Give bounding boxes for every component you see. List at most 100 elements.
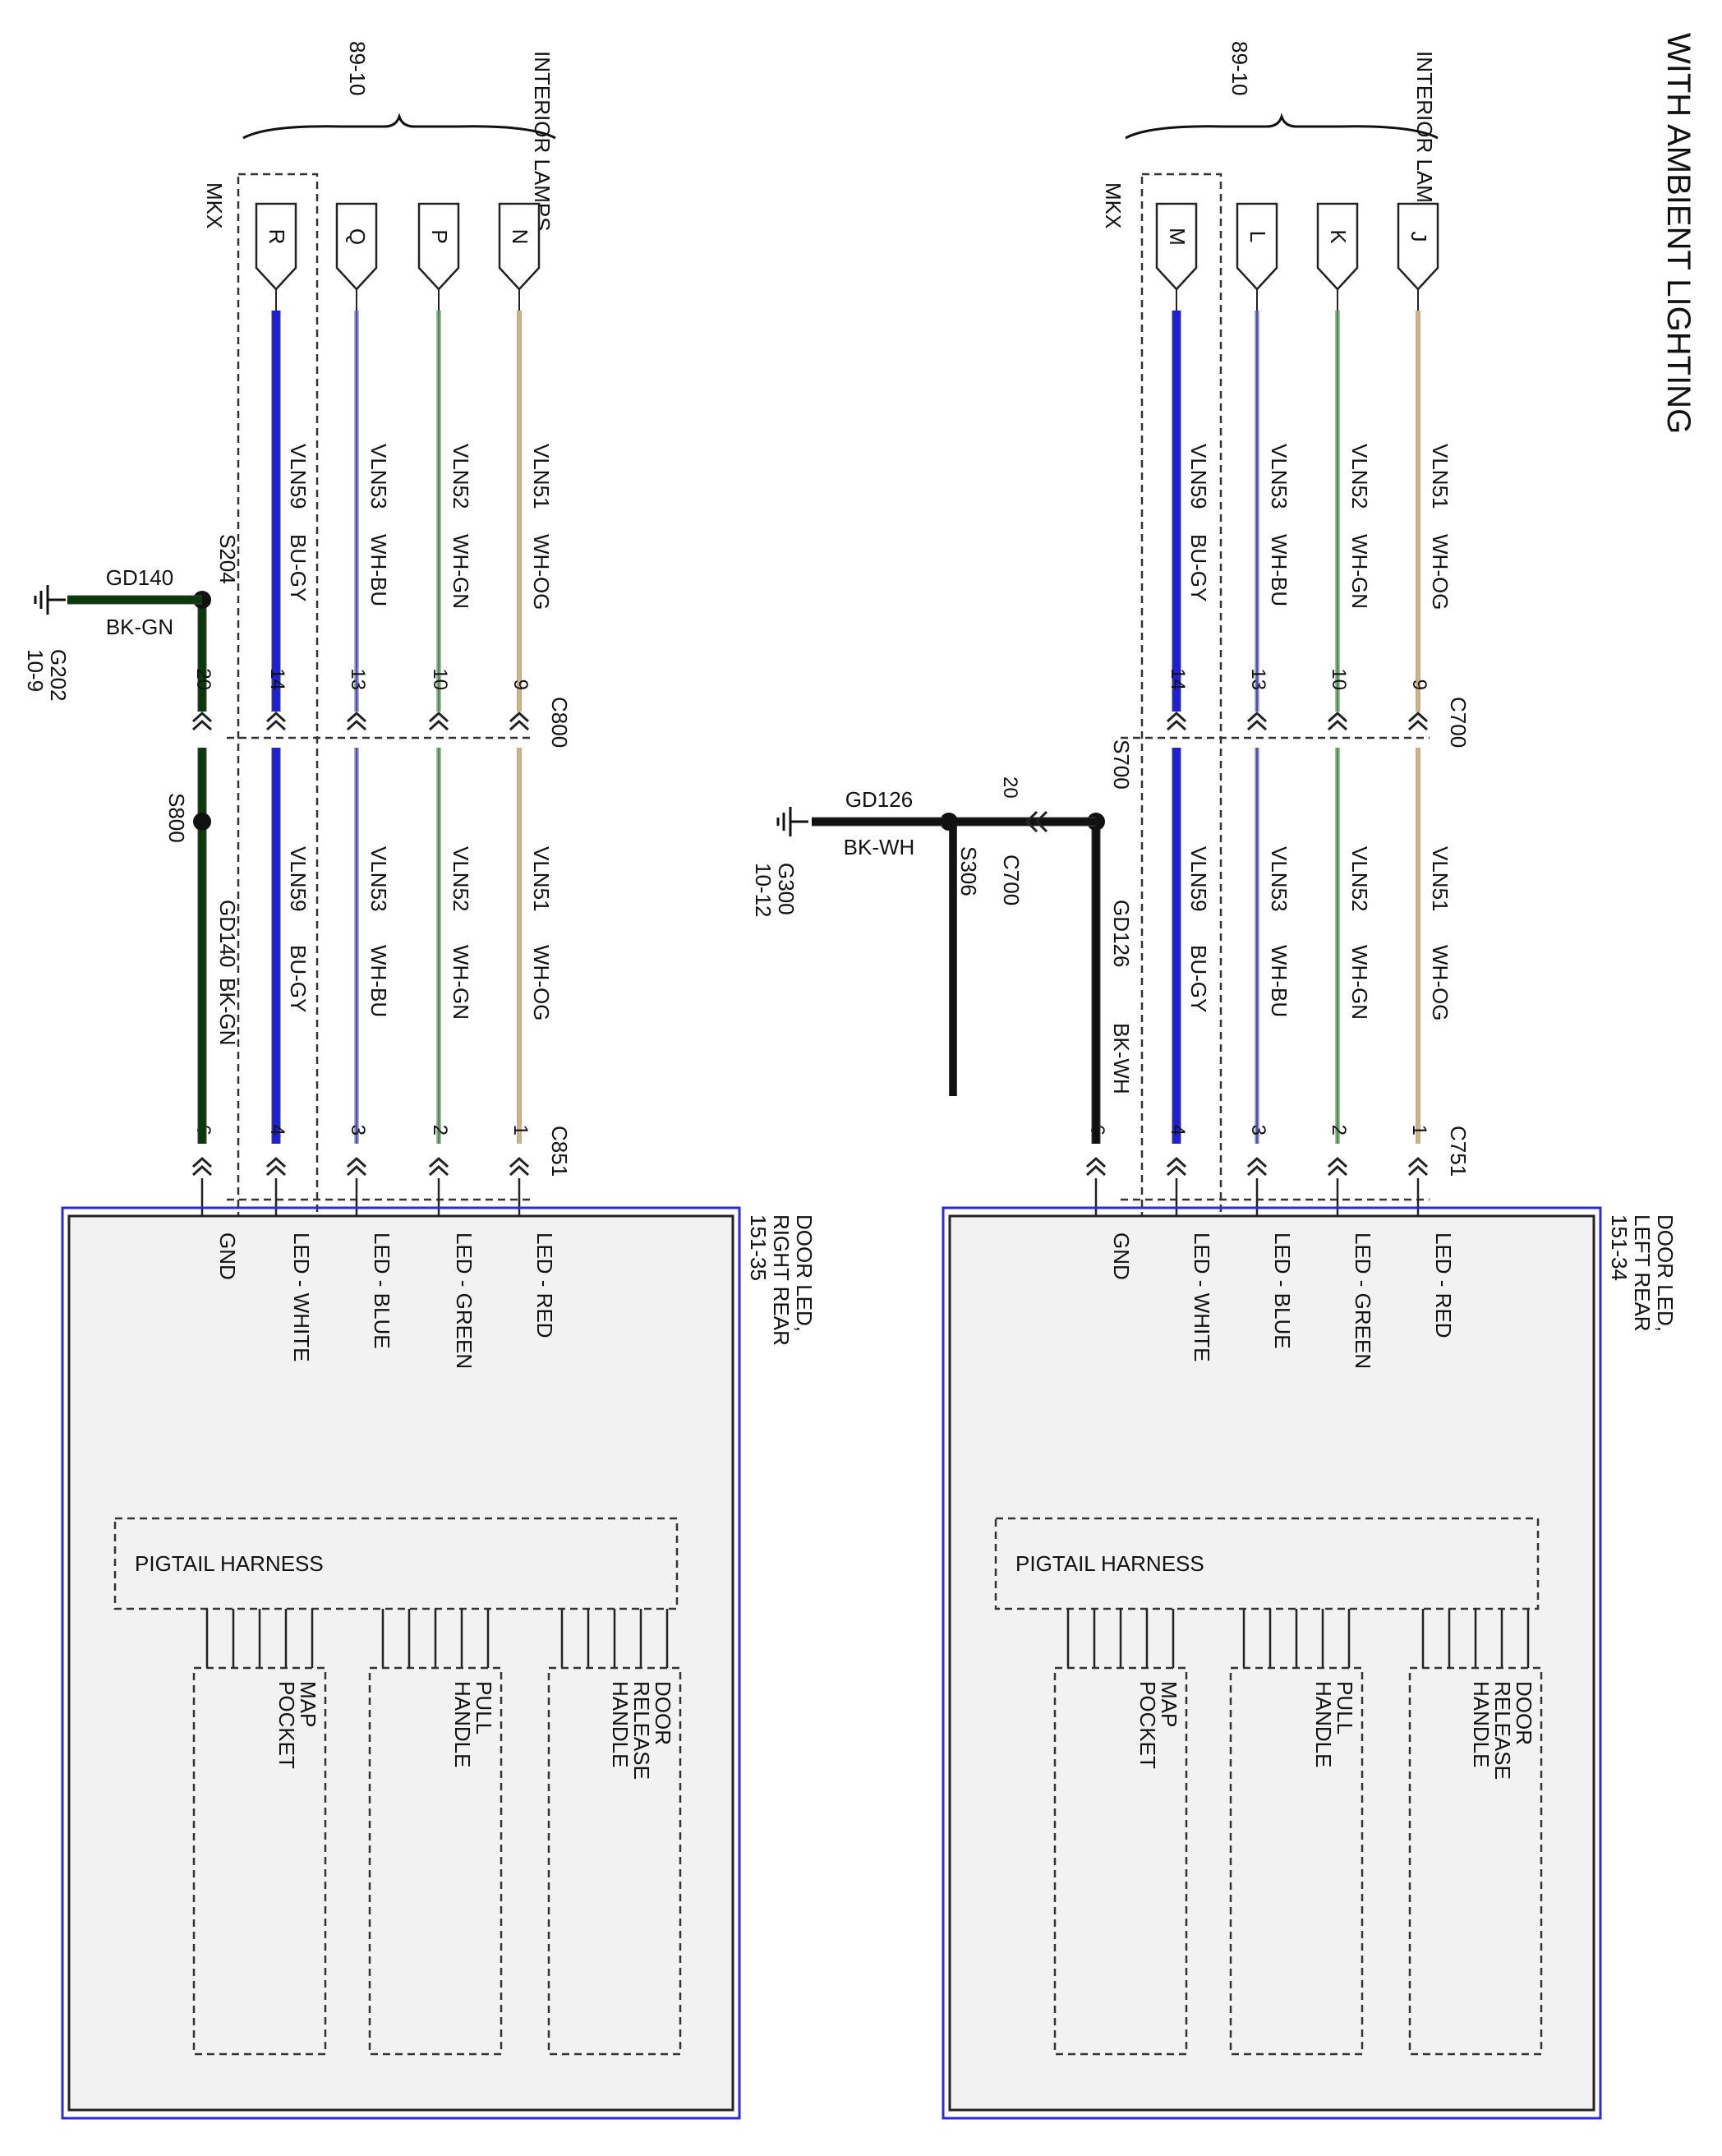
sub-box-label: HANDLE xyxy=(608,1681,633,1767)
pin-tag-label: R xyxy=(265,229,289,245)
module-name: DOOR LED, xyxy=(792,1214,817,1332)
mkx-label: MKX xyxy=(202,182,227,228)
connector-pin-tag: P xyxy=(417,202,460,291)
pin-tag-shape xyxy=(1397,202,1439,291)
connector-chevron-icon xyxy=(1085,1156,1107,1168)
connector-chevron-icon xyxy=(1407,719,1429,731)
ground-ref-label: 10-9 xyxy=(23,649,48,692)
connector-chevron-icon xyxy=(1085,1164,1107,1177)
splice-label: S700 xyxy=(1109,739,1134,790)
splice-dot-icon xyxy=(940,813,958,831)
connector-pin-tag: M xyxy=(1155,202,1198,291)
module-pin-number: 4 xyxy=(266,1125,288,1136)
ground-icon xyxy=(776,807,808,836)
module-pin-label: LED - BLUE xyxy=(1270,1232,1295,1349)
wire-lower xyxy=(1416,748,1420,1144)
connector-chevron-icon xyxy=(191,719,213,731)
circuit-label: VLN52 xyxy=(449,846,473,912)
sub-box-outline xyxy=(192,1666,327,2056)
wire-upper xyxy=(354,311,359,712)
module-ref: 151-34 xyxy=(1607,1214,1632,1281)
pin-tag-shape xyxy=(255,202,297,291)
module-pin-label: LED - RED xyxy=(532,1232,557,1338)
inline-pin-number: 20 xyxy=(192,668,214,690)
connector-chevron-icon xyxy=(346,711,367,723)
mkx-label: MKX xyxy=(1101,182,1126,228)
pin-tag-label: J xyxy=(1407,232,1431,242)
connector-pin-tag: J xyxy=(1397,202,1439,291)
connector-chevron-icon xyxy=(265,1156,287,1168)
color-label: BU-GY xyxy=(1186,945,1211,1012)
color-label: BU-GY xyxy=(1186,534,1211,601)
connector-chevron-icon xyxy=(1246,1156,1268,1168)
connector-pin-tag: L xyxy=(1236,202,1278,291)
sub-box-label: MAP xyxy=(1157,1681,1181,1727)
module-pin-number: 1 xyxy=(1408,1125,1430,1136)
inline-connector-label: C800 xyxy=(547,697,572,748)
inline-pin-number: 9 xyxy=(509,680,532,690)
inline-connector-label: C700 xyxy=(1446,697,1471,748)
wire-upper xyxy=(1255,311,1259,712)
header-ref: 89-10 xyxy=(345,41,370,96)
module-name: DOOR LED, xyxy=(1653,1214,1678,1332)
connector-chevron-icon xyxy=(1407,1156,1429,1168)
sub-box-label: HANDLE xyxy=(450,1681,475,1767)
connector-chevron-icon xyxy=(428,719,449,731)
module-pin-label: LED - GREEN xyxy=(452,1232,477,1369)
wire-lower xyxy=(1255,748,1259,1144)
module-pin-label: LED - WHITE xyxy=(289,1232,314,1361)
module-outer-border xyxy=(61,1206,741,2120)
connector-chevron-icon xyxy=(1327,719,1348,731)
color-label: WH-GN xyxy=(1347,534,1372,609)
ground-circuit-label: GD140 xyxy=(106,565,173,590)
pin-tag-shape xyxy=(417,202,460,291)
module-pin-label: LED - BLUE xyxy=(370,1232,394,1349)
panel-right-rear: INTERIOR LAMPS89-10MKXC800C851NVLN51WH-O… xyxy=(23,41,817,2120)
ground-color-label: BK-GN xyxy=(106,615,173,639)
sub-box-label: MAP xyxy=(296,1681,320,1727)
circuit-label: VLN51 xyxy=(529,444,554,509)
connector-chevron-icon xyxy=(1327,1156,1348,1168)
ground-icon xyxy=(34,585,66,615)
ground-pin-number: 20 xyxy=(999,776,1021,799)
pigtail-harness-box xyxy=(113,1517,679,1610)
circuit-label: VLN52 xyxy=(449,444,473,509)
connector-chevron-icon xyxy=(191,1164,213,1177)
connector-chevron-icon xyxy=(191,1156,213,1168)
circuit-label: VLN59 xyxy=(1186,444,1211,509)
header-brace xyxy=(1125,113,1439,140)
inline-pin-number: 14 xyxy=(1167,668,1189,690)
color-label: BU-GY xyxy=(286,945,311,1012)
pigtail-harness-label: PIGTAIL HARNESS xyxy=(135,1551,324,1576)
connector-pin-tag: K xyxy=(1316,202,1359,291)
connector-chevron-icon xyxy=(1246,711,1268,723)
circuit-label: VLN51 xyxy=(529,846,554,912)
circuit-label: VLN59 xyxy=(286,846,311,912)
connector-chevron-icon xyxy=(1327,1164,1348,1177)
pin-tag-shape xyxy=(1155,202,1198,291)
connector-chevron-icon xyxy=(509,719,530,731)
sub-box-label: HANDLE xyxy=(1311,1681,1336,1767)
module-pin-number: 4 xyxy=(1167,1125,1189,1136)
sub-box-label: HANDLE xyxy=(1469,1681,1494,1767)
inline-pin-number: 13 xyxy=(1247,668,1269,690)
pin-tag-label: L xyxy=(1245,231,1270,242)
module-body xyxy=(948,1214,1595,2112)
connector-chevron-icon xyxy=(191,711,213,723)
color-label: WH-GN xyxy=(449,534,473,609)
connector-chevron-icon xyxy=(346,1156,367,1168)
connector-pin-tag: Q xyxy=(335,202,378,291)
circuit-label: VLN51 xyxy=(1428,444,1453,509)
module-name: LEFT REAR xyxy=(1630,1214,1655,1332)
pin-tag-label: N xyxy=(508,229,532,245)
connector-chevron-icon xyxy=(509,711,530,723)
